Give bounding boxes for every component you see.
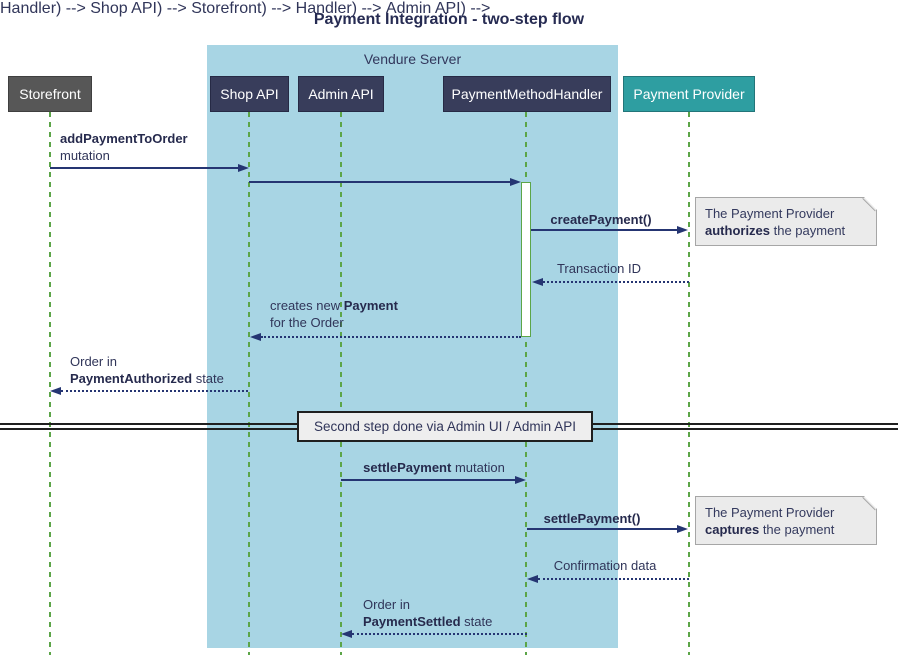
participant-payment-provider: Payment Provider: [623, 76, 755, 112]
message-transaction-id-arrow: [543, 281, 689, 283]
message-settle-call-arrow: [527, 528, 677, 530]
lifeline-admin-api: [340, 112, 342, 655]
message-creates-payment-arrow: [261, 336, 521, 338]
message-add-payment-arrow: [50, 167, 238, 169]
divider-second-step: Second step done via Admin UI / Admin AP…: [297, 411, 593, 442]
message-payment-authorized-line2: PaymentAuthorized state: [70, 370, 224, 387]
note-authorizes-line2: authorizes the payment: [705, 222, 867, 239]
participant-storefront-label: Storefront: [19, 86, 81, 102]
message-settle-call-label: settlePayment(): [512, 510, 672, 527]
message-forward-arrow: [249, 181, 510, 183]
divider-second-step-label: Second step done via Admin UI / Admin AP…: [314, 419, 576, 434]
arrowhead-right-icon: [510, 178, 521, 186]
arrowhead-left-icon: [250, 333, 261, 341]
message-payment-settled-bold: PaymentSettled: [363, 614, 461, 629]
note-authorizes-bold: authorizes: [705, 223, 771, 238]
lifeline-payment-provider: [688, 112, 690, 655]
arrowhead-left-icon: [532, 278, 543, 286]
lifeline-payment-method-handler: [525, 112, 527, 655]
message-payment-settled-line1: Order in: [363, 597, 410, 612]
vendure-server-group: Vendure Server: [207, 45, 618, 648]
message-creates-payment-bold: Payment: [343, 298, 398, 313]
message-payment-settled-label: Order in PaymentSettled state: [363, 596, 492, 630]
arrowhead-right-icon: [677, 525, 688, 533]
participant-admin-api: Admin API: [298, 76, 384, 112]
message-settle-mutation-arrow: [341, 479, 515, 481]
note-authorizes-rest: the payment: [770, 223, 846, 238]
arrowhead-right-icon: [515, 476, 526, 484]
arrowhead-right-icon: [677, 226, 688, 234]
message-creates-payment-label: creates new Payment for the Order: [270, 297, 398, 331]
note-captures-bold: captures: [705, 522, 760, 537]
note-authorizes: The Payment Provider authorizes the paym…: [695, 197, 877, 246]
diagram-title: Payment Integration - two-step flow: [313, 11, 585, 28]
participant-payment-method-handler: PaymentMethodHandler: [443, 76, 611, 112]
message-settle-mutation-rest: mutation: [451, 460, 505, 475]
arrowhead-left-icon: [50, 387, 61, 395]
message-creates-payment-prefix: creates new: [270, 298, 344, 313]
message-add-payment-label: addPaymentToOrder mutation: [60, 130, 188, 164]
vendure-server-group-label: Vendure Server: [363, 51, 462, 67]
note-captures-line2: captures the payment: [705, 521, 867, 538]
message-payment-authorized-arrow: [61, 390, 248, 392]
note-captures: The Payment Provider captures the paymen…: [695, 496, 877, 545]
participant-shop-api: Shop API: [210, 76, 289, 112]
message-payment-authorized-rest: state: [192, 371, 224, 386]
lifeline-storefront: [49, 112, 51, 655]
lifeline-shop-api: [248, 112, 250, 655]
message-create-payment-bold: createPayment(): [550, 212, 652, 227]
note-captures-line1: The Payment Provider: [705, 505, 835, 520]
message-create-payment-label: createPayment(): [521, 211, 681, 228]
note-captures-rest: the payment: [759, 522, 835, 537]
message-settle-call-bold: settlePayment(): [543, 511, 641, 526]
arrowhead-left-icon: [341, 630, 352, 638]
message-payment-settled-arrow: [352, 633, 527, 635]
participant-storefront: Storefront: [8, 76, 92, 112]
arrowhead-right-icon: [238, 164, 249, 172]
message-transaction-id-label: Transaction ID: [556, 261, 642, 276]
arrowhead-left-icon: [527, 575, 538, 583]
participant-admin-api-label: Admin API: [308, 86, 374, 102]
participant-payment-provider-label: Payment Provider: [633, 86, 745, 102]
message-add-payment-bold: addPaymentToOrder: [60, 131, 188, 146]
message-payment-authorized-label: Order in PaymentAuthorized state: [70, 353, 224, 387]
participant-payment-method-handler-label: PaymentMethodHandler: [451, 86, 603, 102]
message-payment-settled-line2: PaymentSettled state: [363, 613, 492, 630]
message-confirmation-arrow: [538, 578, 689, 580]
note-authorizes-line1: The Payment Provider: [705, 206, 835, 221]
message-creates-payment-line2: for the Order: [270, 315, 344, 330]
message-payment-authorized-bold: PaymentAuthorized: [70, 371, 193, 386]
message-settle-mutation-label: settlePayment mutation: [341, 459, 527, 476]
participant-shop-api-label: Shop API: [220, 86, 279, 102]
message-confirmation-label: Confirmation data: [553, 558, 657, 573]
message-add-payment-rest: mutation: [60, 148, 110, 163]
message-settle-mutation-bold: settlePayment: [363, 460, 452, 475]
message-payment-settled-rest: state: [460, 614, 493, 629]
message-creates-payment-line1: creates new Payment: [270, 297, 398, 314]
activation-bar-payment-method-handler: [521, 182, 531, 337]
message-payment-authorized-line1: Order in: [70, 354, 117, 369]
message-create-payment-arrow: [531, 229, 677, 231]
